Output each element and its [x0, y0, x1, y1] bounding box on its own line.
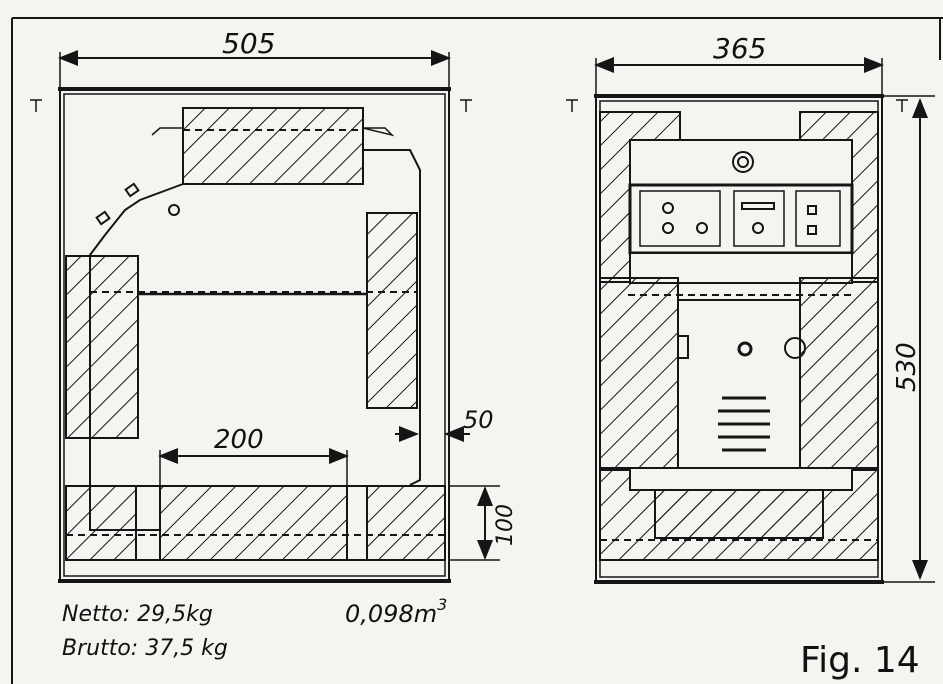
front-bottom-left-padding [65, 485, 137, 561]
side-view [566, 57, 935, 584]
page-frame [11, 17, 943, 684]
front-view [30, 50, 500, 583]
front-gap-dim: 50 [463, 406, 494, 434]
switch-1 [807, 205, 817, 215]
side-mid-left-padding [599, 277, 679, 471]
side-machine-head [629, 139, 853, 186]
netto-weight: Netto: 29,5kg [62, 602, 213, 627]
control-knob-2 [662, 222, 674, 234]
volume-value: 0,098m3 [345, 595, 447, 628]
front-bottom-dim: 100 [493, 504, 518, 546]
volume-number: 0,098m [345, 600, 437, 628]
side-width-dim: 365 [713, 32, 766, 65]
side-height-dim: 530 [892, 342, 922, 392]
side-top-knob [732, 151, 754, 173]
brutto-weight: Brutto: 37,5 kg [62, 636, 228, 661]
control-display [741, 202, 775, 210]
figure-label: Fig. 14 [800, 640, 920, 681]
front-machine-body [182, 149, 421, 486]
side-base-knob [737, 341, 753, 357]
front-bottom-right-padding [366, 485, 446, 561]
front-knob [168, 204, 180, 216]
control-panel [628, 183, 854, 255]
volume-exponent: 3 [437, 595, 447, 614]
side-mid-right-padding [799, 277, 879, 471]
switch-2 [807, 225, 817, 235]
front-top-padding [182, 107, 364, 185]
control-knob-1 [662, 202, 674, 214]
control-knob-4 [752, 222, 764, 234]
front-left-padding [65, 255, 139, 439]
front-inner-dim: 200 [214, 425, 264, 455]
front-bottom-mid-padding [159, 485, 348, 561]
front-width-dim: 505 [222, 27, 275, 60]
front-right-padding [366, 212, 418, 409]
control-knob-3 [696, 222, 708, 234]
side-machine-base [677, 299, 801, 469]
